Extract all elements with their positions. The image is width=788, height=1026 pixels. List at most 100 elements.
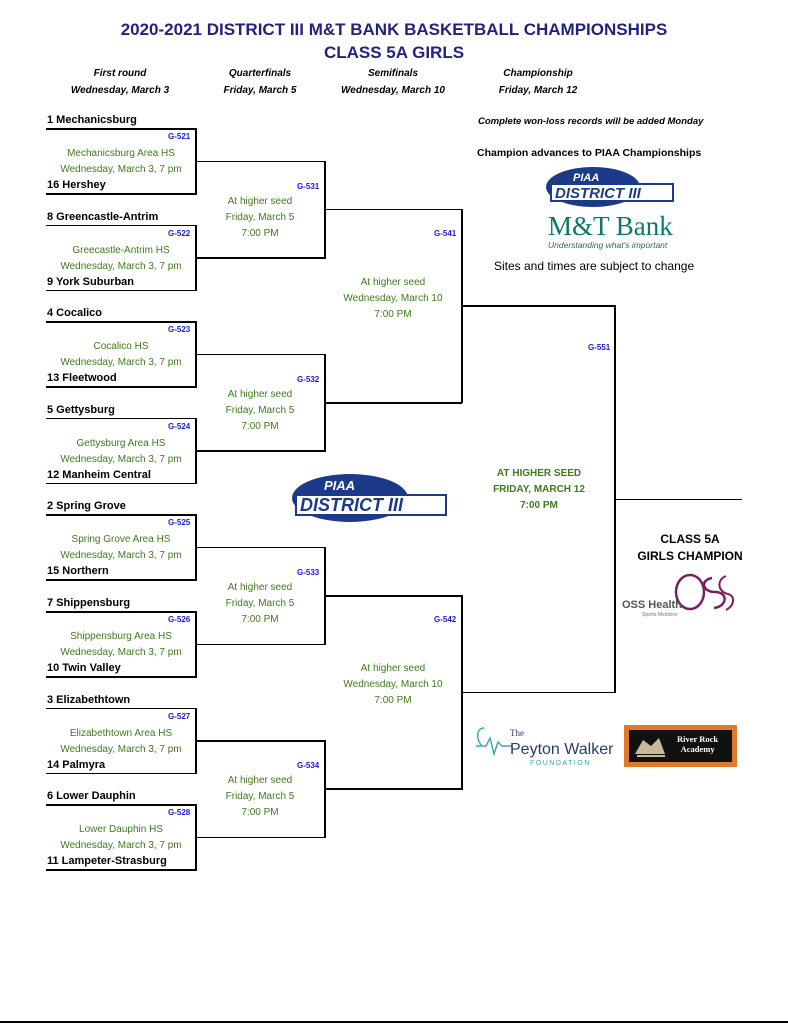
bracket-line [461, 691, 615, 694]
game-label: G-527 [168, 711, 191, 721]
team-bottom: 10 Twin Valley [47, 662, 121, 674]
bracket-line [46, 514, 196, 516]
game-label: G-521 [168, 132, 191, 141]
team-top: 2 Spring Grove [47, 500, 126, 513]
sf-site-text: At higher seed [360, 276, 426, 288]
bracket-line [324, 595, 462, 597]
qf-time-text: 7:00 PM [241, 227, 279, 239]
peyton-sub: FOUNDATION [530, 760, 591, 767]
peyton-the: The [510, 728, 524, 738]
team-bottom: 16 Hershey [47, 179, 106, 191]
game-site: Elizabethtown Area HS [69, 727, 173, 739]
page-subtitle: CLASS 5A GIRLS [323, 43, 465, 62]
team-top: 1 Mechanicsburg [47, 114, 137, 126]
page-bottom-border [0, 1021, 788, 1023]
game-label: G-528 [168, 808, 191, 818]
peyton-walker-logo: The Peyton Walker FOUNDATION [472, 720, 614, 768]
game-time: Wednesday, March 3, 7 pm [60, 840, 182, 852]
bracket-line [46, 707, 196, 710]
champion-line1: CLASS 5A [660, 532, 720, 546]
river-rock-inner: River Rock Academy [629, 730, 732, 762]
game-site: Greecastle-Antrim HS [72, 244, 170, 256]
bracket-line [195, 643, 325, 645]
game-label: G-526 [168, 615, 191, 624]
peyton-name: Peyton Walker [510, 741, 614, 758]
logo-district-text: DISTRICT III [300, 495, 404, 515]
team-top: 5 Gettysburg [47, 403, 115, 416]
logo-piaa-text: PIAA [324, 478, 355, 493]
game-site: Lower Dauphin HS [79, 824, 163, 836]
advance-note: Champion advances to PIAA Championships [477, 147, 702, 159]
sf-time-text: 7:00 PM [374, 308, 412, 320]
bracket-line [195, 353, 325, 356]
river-rock-icon [635, 738, 665, 757]
mt-bank-tagline: Understanding what's important [548, 240, 668, 250]
qf-site-text: At higher seed [227, 775, 293, 787]
game-label: G-541 [434, 228, 457, 238]
mt-bank-logo: M&T Bank Understanding what's important [548, 212, 698, 256]
championship-site: AT HIGHER SEED [496, 468, 582, 479]
team-top: 4 Cocalico [47, 307, 103, 320]
bracket-line [46, 482, 196, 485]
round-header-semifinals: Semifinals Wednesday, March 10 [323, 65, 463, 99]
game-time: Wednesday, March 3, 7 pm [60, 357, 182, 369]
oss-name: OSS Health [622, 599, 682, 611]
bracket-line [46, 386, 196, 388]
game-site: Mechanicsburg Area HS [67, 148, 175, 159]
mt-bank-name: M&T Bank [548, 211, 673, 241]
team-bottom: 13 Fleetwood [47, 372, 117, 385]
game-label: G-551 [588, 343, 611, 353]
game-label: G-522 [168, 228, 191, 238]
bracket-line [46, 611, 196, 613]
game-time: Wednesday, March 3, 7 pm [60, 453, 182, 465]
sites-note: Sites and times are subject to change [494, 259, 695, 273]
piaa-district-logo-center: PIAA DISTRICT III [290, 471, 448, 525]
bracket-line [195, 160, 325, 162]
game-time: Wednesday, March 3, 7 pm [60, 743, 182, 755]
bracket-line [195, 740, 325, 742]
game-site: Spring Grove Area HS [71, 534, 171, 546]
bracket-line [46, 772, 196, 775]
game-label: G-524 [168, 421, 191, 431]
game-label: G-534 [297, 761, 320, 771]
bracket-line [46, 869, 196, 871]
qf-date-text: Friday, March 5 [225, 791, 295, 803]
qf-date-text: Friday, March 5 [225, 597, 295, 609]
bracket-line [46, 289, 196, 292]
bracket-line [46, 224, 196, 227]
game-time: Wednesday, March 3, 7 pm [60, 550, 182, 562]
team-top: 6 Lower Dauphin [47, 790, 136, 803]
team-bottom: 9 York Suburban [47, 275, 135, 288]
round-name: Quarterfinals [228, 68, 292, 79]
round-date: Wednesday, March 10 [341, 85, 445, 96]
oss-sub: Sports Medicine [642, 612, 678, 618]
team-top: 7 Shippensburg [47, 597, 131, 609]
round-header-first: First round Wednesday, March 3 [50, 65, 190, 99]
bracket-line [195, 836, 325, 839]
game-label: G-531 [297, 181, 320, 191]
round-name: First round [93, 68, 147, 79]
sf-time-text: 7:00 PM [374, 695, 412, 707]
team-bottom: 12 Manheim Central [47, 468, 151, 481]
qf-site-text: At higher seed [227, 195, 293, 207]
round-header-quarterfinals: Quarterfinals Friday, March 5 [190, 65, 330, 99]
game-time: Wednesday, March 3, 7 pm [60, 260, 182, 272]
bracket-line [324, 208, 462, 211]
round-date: Friday, March 5 [223, 85, 297, 96]
game-site: Shippensburg Area HS [70, 631, 172, 642]
team-bottom: 15 Northern [47, 565, 109, 578]
river-rock-academy-logo: River Rock Academy [624, 725, 737, 767]
bracket-line [46, 804, 196, 806]
game-label: G-533 [297, 567, 320, 577]
game-time: Wednesday, March 3, 7 pm [60, 647, 182, 658]
team-top: 8 Greencastle-Antrim [47, 210, 159, 223]
game-label: G-542 [434, 615, 457, 625]
piaa-district-logo-top: PIAA DISTRICT III [545, 164, 677, 210]
bracket-line [324, 788, 462, 790]
